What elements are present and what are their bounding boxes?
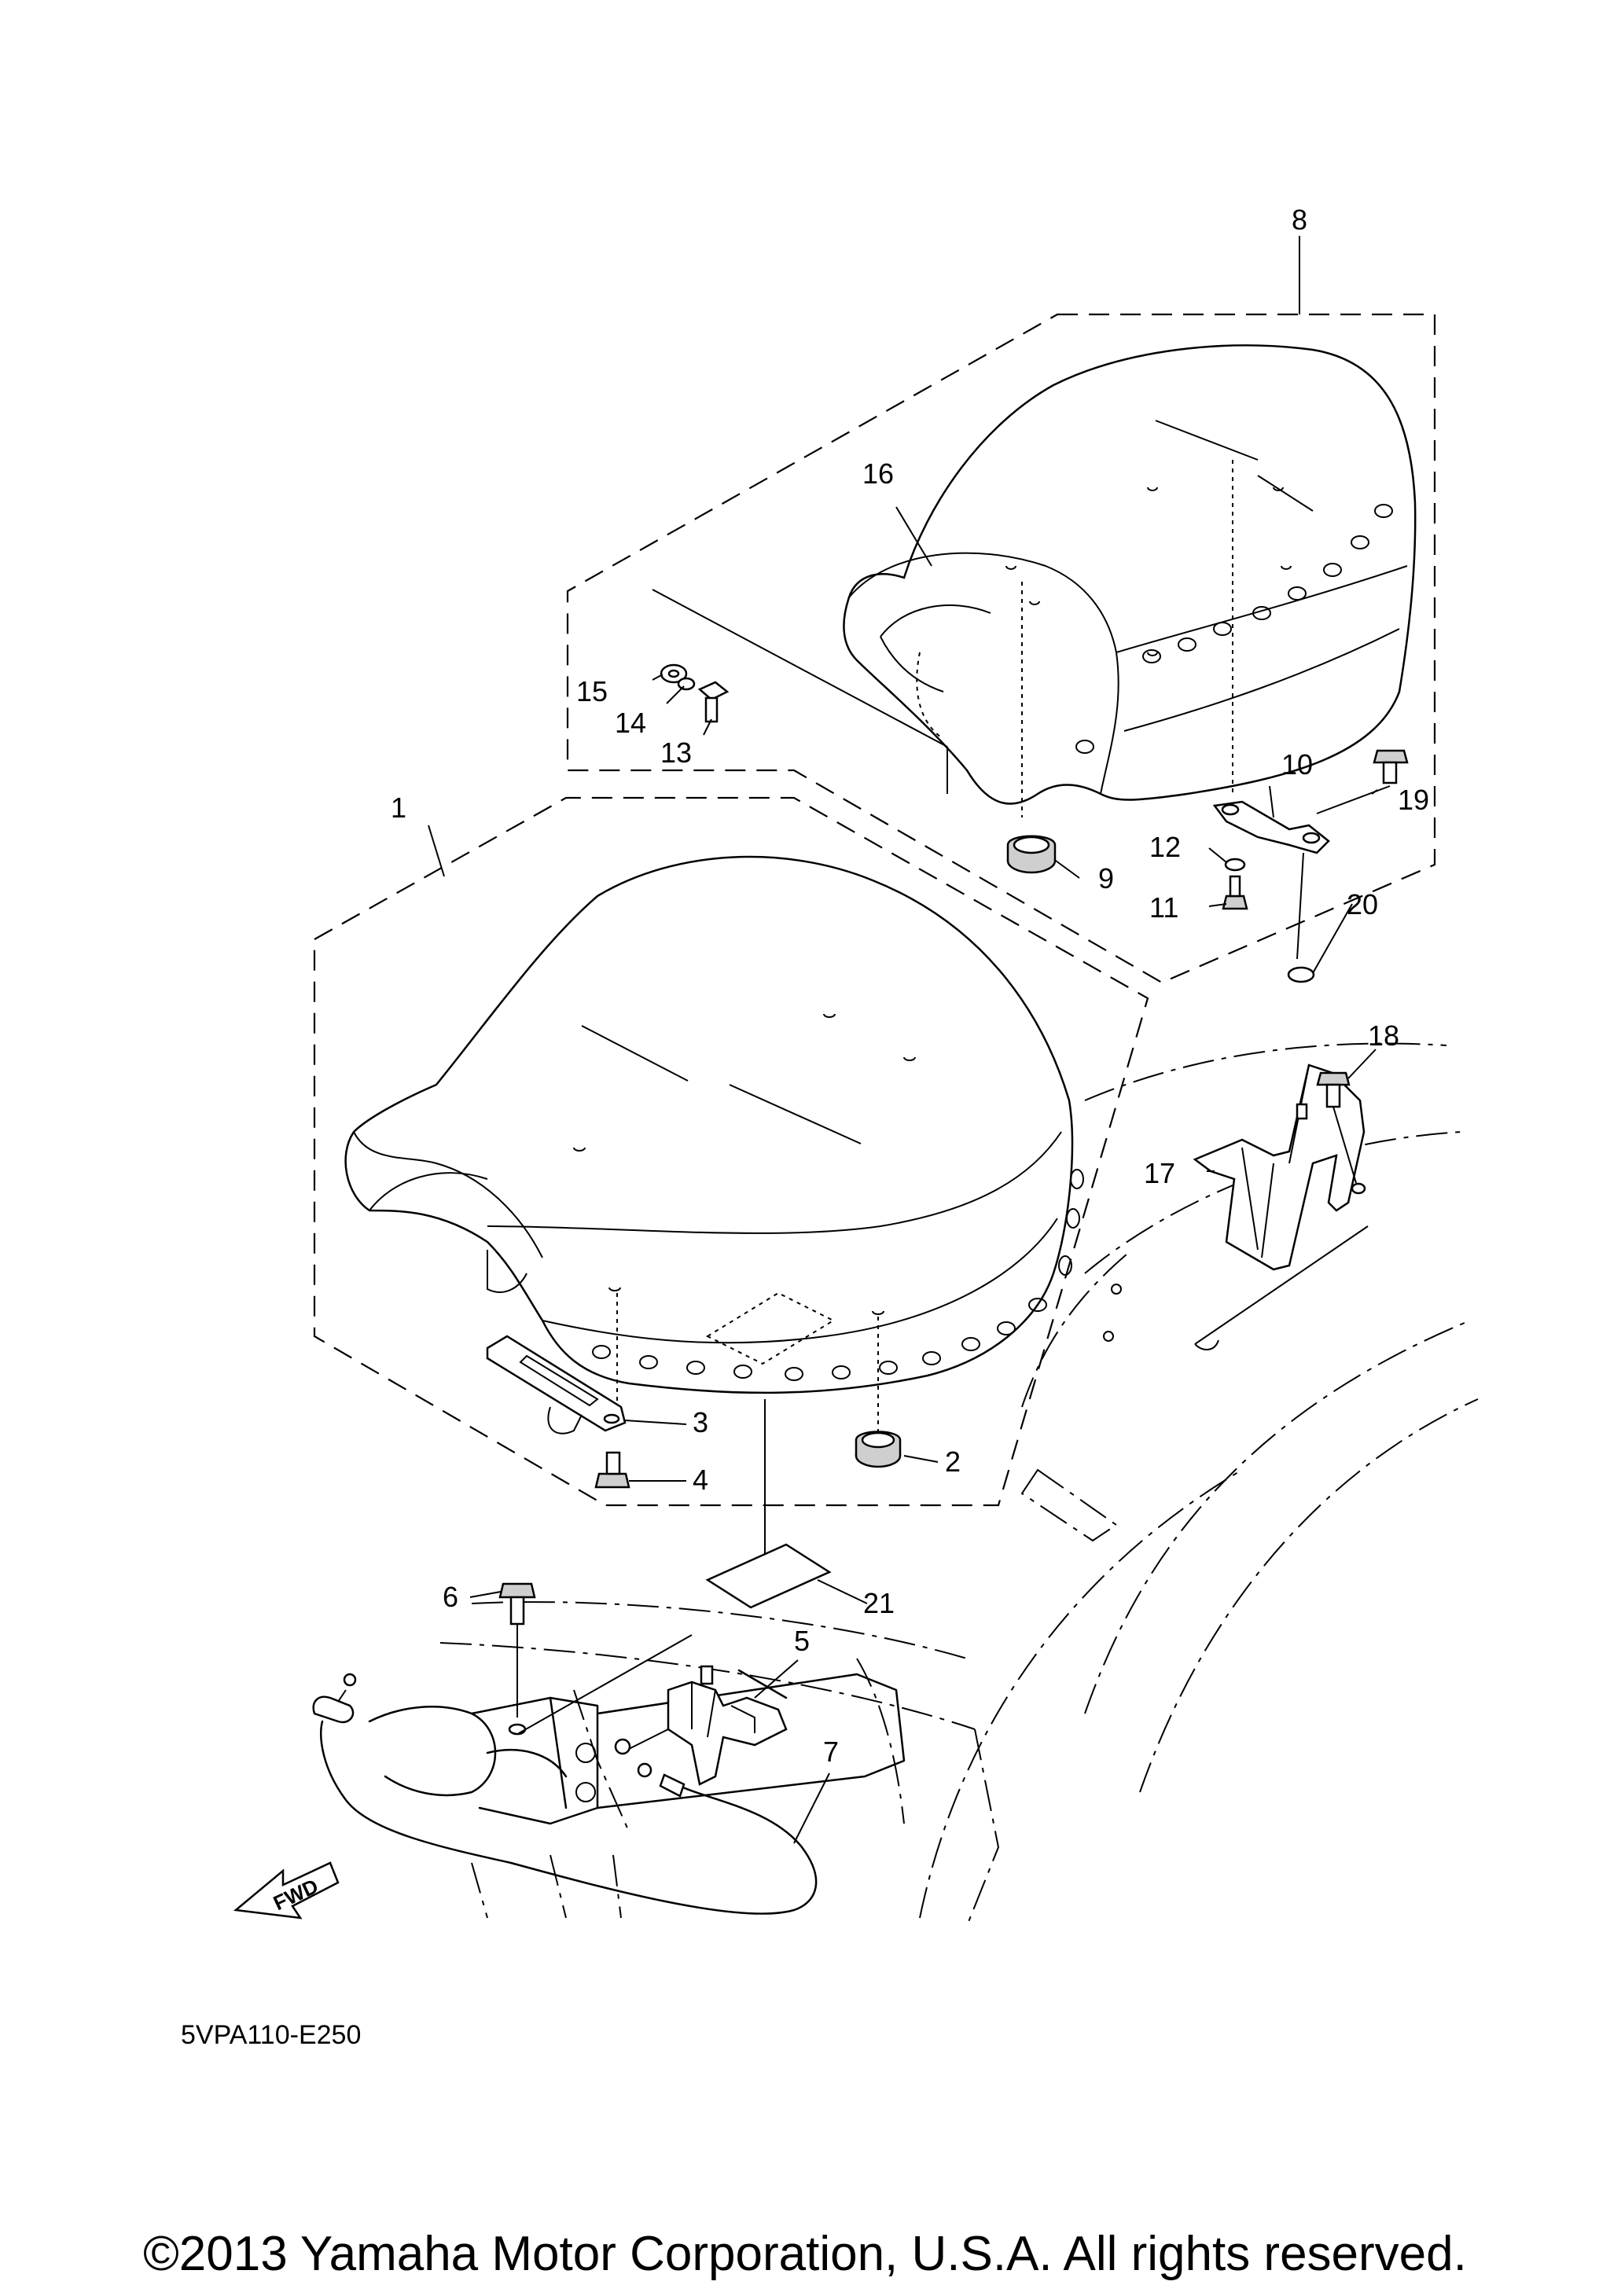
bracket-10	[1212, 785, 1391, 854]
callout-labels: 1 2 3 4 5 6 7 8 9 10 11 12 13 14 15 16 1…	[391, 204, 1429, 1768]
group-outline-front-seat	[313, 796, 1149, 1507]
bolt-18	[1316, 1071, 1351, 1108]
callout-4: 4	[693, 1464, 708, 1496]
callout-10: 10	[1281, 748, 1313, 781]
diagram-code: 5VPA110-E250	[181, 2020, 361, 2050]
cable-7	[312, 1673, 818, 1915]
pad-20	[1287, 966, 1315, 983]
group-outline-rear-seat	[566, 313, 1436, 984]
callout-19: 19	[1398, 784, 1429, 816]
callout-leaders	[469, 674, 1378, 1844]
nut-11	[1222, 875, 1248, 910]
callout-14: 14	[615, 707, 646, 739]
bracket-17	[1193, 1064, 1366, 1271]
callout-7: 7	[823, 1736, 839, 1768]
rear-seat	[843, 344, 1417, 817]
callout-2: 2	[945, 1446, 961, 1478]
callout-11: 11	[1149, 891, 1178, 924]
rubber-damper-2	[855, 1431, 902, 1468]
callout-1: 1	[391, 792, 406, 824]
label-sheet-21	[705, 1543, 832, 1609]
callout-8: 8	[1292, 204, 1307, 236]
rubber-damper-9	[1006, 835, 1057, 874]
bolt-6	[498, 1582, 536, 1626]
callout-21: 21	[863, 1587, 895, 1619]
callout-12: 12	[1149, 831, 1181, 863]
seat-latch-5	[667, 1665, 788, 1786]
callout-3: 3	[693, 1406, 708, 1438]
bracket-3	[486, 1335, 627, 1435]
callout-6: 6	[443, 1581, 458, 1613]
fastener-set-13-15	[652, 589, 948, 794]
callout-5: 5	[794, 1625, 810, 1657]
callout-15: 15	[576, 675, 608, 707]
bolt-19	[1373, 749, 1409, 784]
callout-20: 20	[1347, 888, 1378, 920]
copyright-notice: ©2013 Yamaha Motor Corporation, U.S.A. A…	[143, 2227, 1467, 2281]
washer-12	[1224, 858, 1246, 872]
frame-tube	[368, 1673, 906, 1825]
fwd-arrow-icon: FWD	[233, 1861, 340, 1919]
callout-17: 17	[1144, 1157, 1175, 1189]
nut-4	[594, 1451, 630, 1489]
callout-16: 16	[862, 457, 894, 490]
callout-18: 18	[1368, 1019, 1399, 1052]
callout-9: 9	[1098, 862, 1114, 895]
front-seat	[344, 825, 1084, 1438]
callout-13: 13	[660, 737, 692, 769]
